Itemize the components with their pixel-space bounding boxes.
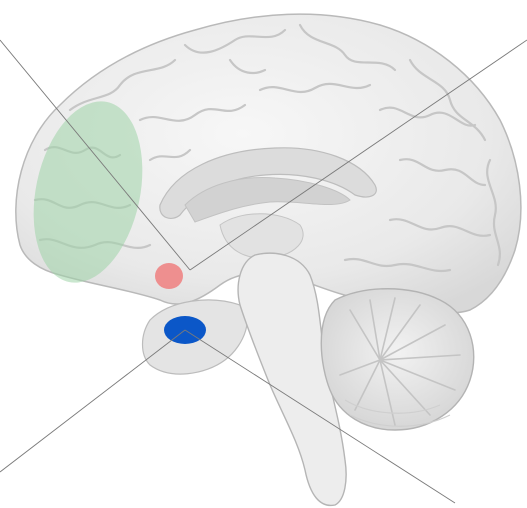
ventral-striatum-dot <box>155 263 183 289</box>
pointer-line-3 <box>0 330 185 472</box>
